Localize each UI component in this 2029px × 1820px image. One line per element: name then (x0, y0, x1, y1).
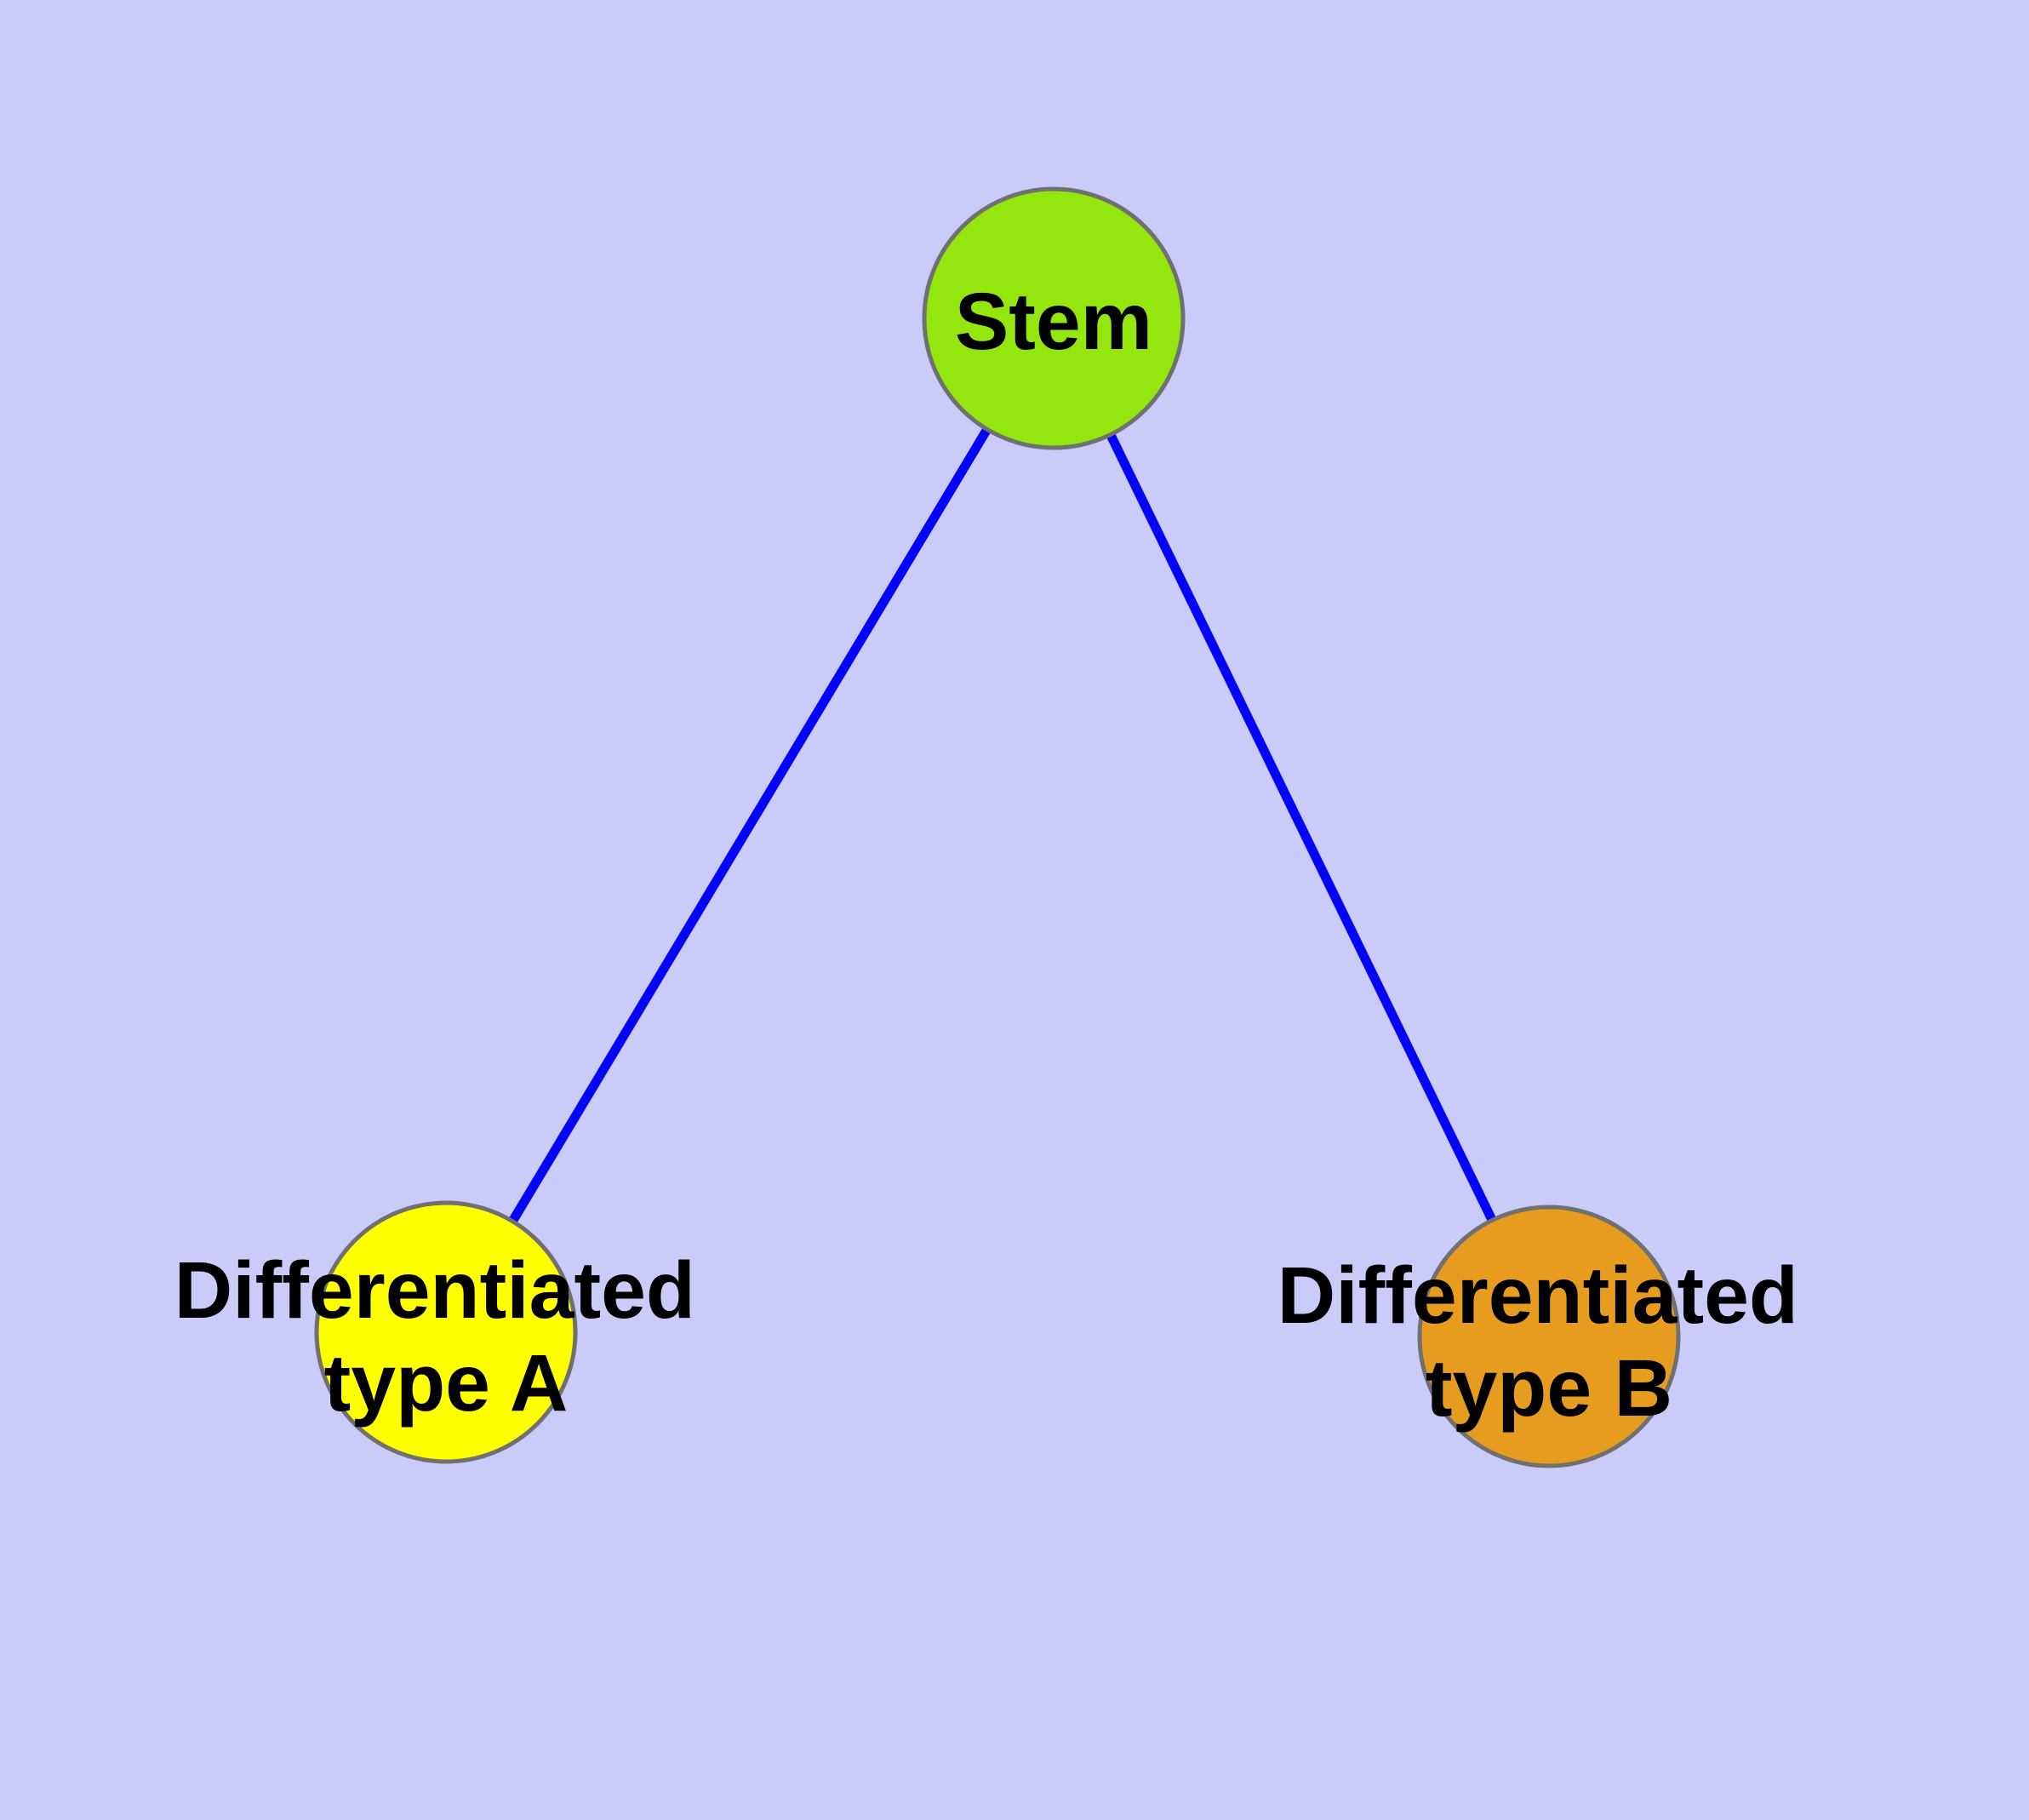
differentiated-type-a-node-label: Differentiated type A (174, 1245, 718, 1428)
differentiated-type-b-label-line-2: type B (1426, 1343, 1672, 1434)
differentiated-type-b-node-label: Differentiated type B (1277, 1251, 1821, 1434)
stem-node-label-line-1: Stem (955, 277, 1152, 367)
edge-stem-to-differentiated-type-b (1106, 432, 1496, 1222)
differentiated-type-b-node-circle (1417, 1205, 1681, 1468)
node-stem: Stem (922, 186, 1186, 450)
differentiated-type-a-node-circle (314, 1200, 578, 1464)
stem-node-circle (922, 186, 1186, 450)
node-differentiated-type-b: Differentiated type B (1277, 1205, 1821, 1468)
differentiated-type-a-label-line-1: Differentiated (174, 1245, 695, 1336)
differentiated-type-b-label-line-1: Differentiated (1277, 1251, 1798, 1341)
node-differentiated-type-a: Differentiated type A (174, 1200, 718, 1464)
differentiated-type-a-label-line-2: type A (324, 1338, 569, 1428)
stem-node-label: Stem (955, 277, 1152, 367)
edge-stem-to-differentiated-type-a (508, 426, 992, 1224)
